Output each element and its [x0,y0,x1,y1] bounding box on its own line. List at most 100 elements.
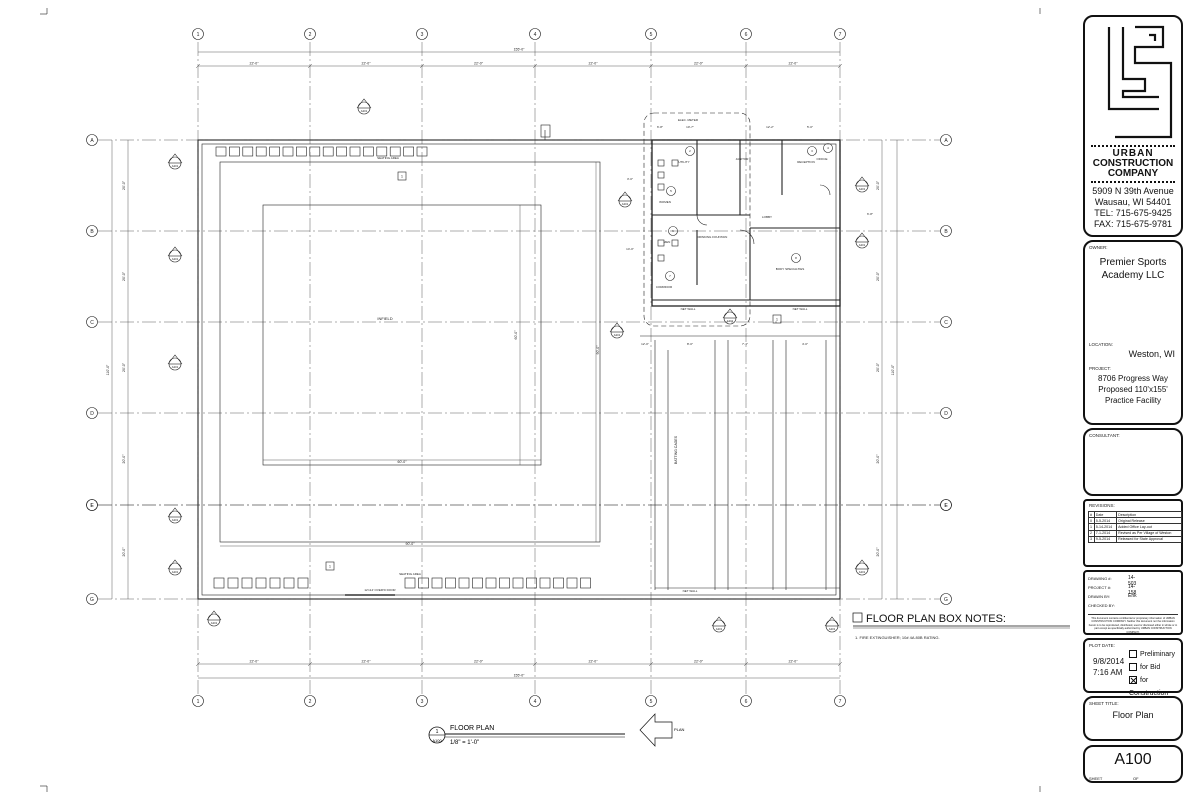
net-wall-label: NET WALL [793,307,808,311]
grid-label: 3 [421,32,424,38]
bleacher-seat [227,577,239,589]
company-address1: 5909 N 39th Avenue [1092,186,1174,196]
section-arrow-icon [167,507,183,518]
section-arrow-icon [167,354,183,365]
net-wall-label: NET WALL [681,307,696,311]
room-number: 3 [811,149,813,153]
grid-bubble [645,28,657,40]
section-arrow-icon [167,246,183,257]
plot-options: Preliminary for Bid for Construction [1129,648,1181,700]
checkbox-icon[interactable] [1129,650,1137,659]
company-logo-icon [1107,25,1173,139]
section-arrow-icon [711,616,727,627]
bay-width-dim: 22'-0" [694,660,704,664]
grid-label: G [944,597,948,603]
bleacher-seat [445,577,456,589]
project-number: 14-158 [1128,584,1137,596]
grid-bubble [940,499,952,511]
grid-label: 7 [839,32,842,38]
dimension-text: 6'-8" [657,125,663,129]
room-name: RECEPTION [797,160,815,164]
section-ref: A201 [829,627,836,631]
sheet-title: Floor Plan [1112,710,1154,720]
field-height-dim: 60'-0" [514,330,518,340]
bay-width-dim: 22'-0" [362,660,372,664]
bay-width-dim: 22'-0" [789,660,799,664]
drawing-info-panel: DRAWING #: 14-503 PROJECT #: 14-158 DRAW… [1083,570,1183,635]
bleacher-seat [499,577,510,589]
section-arrow-icon [854,176,870,187]
section-ref: A201 [859,187,866,191]
checked-box-icon[interactable] [1129,676,1137,685]
grid-label: 5 [650,699,653,705]
dimension-text: 7'-4" [742,342,748,346]
grid-bubble [86,593,98,605]
owner-label: OWNER: [1089,245,1108,250]
plot-option-label: Preliminary [1140,651,1176,658]
company-address2: Wausau, WI 54401 [1094,197,1172,207]
project-number-row: PROJECT #: 14-158 [1088,584,1136,596]
dimension-tick [307,63,313,69]
room-number: 8 [795,256,797,260]
consultant-label: CONSULTANT: [1089,433,1120,438]
room-tag [668,226,678,236]
drawing-number-row: DRAWING #: 14-503 [1088,575,1136,587]
drawn-by: Erik [1128,593,1137,599]
bleacher-seat [349,146,361,157]
bleacher-seat [566,577,578,589]
bleacher-seat [269,577,281,589]
room-tag [807,146,817,156]
room-tag [791,253,801,263]
section-arrow-icon [356,98,372,109]
bleacher-seat [403,146,414,157]
plot-option[interactable]: for Bid [1129,661,1181,674]
room-number: 2 [689,149,691,153]
revisions-label: REVISIONS: [1089,503,1115,508]
grid-label: 3 [421,699,424,705]
company-logo-panel: URBAN CONSTRUCTION COMPANY 5909 N 39th A… [1083,15,1183,237]
grid-bubble [940,134,952,146]
grid-label: 1 [197,699,200,705]
overall-height-dim: 110'-0" [891,364,895,375]
bleacher-seat [215,146,227,157]
grid-label: 1 [197,32,200,38]
room-number: 6 [672,229,674,233]
owner-panel: OWNER: Premier Sports Academy LLC LOCATI… [1083,240,1183,425]
note-tag [325,561,335,571]
plot-option[interactable]: Preliminary [1129,648,1181,661]
bleacher-seat [431,577,443,589]
grid-bubble [529,695,541,707]
checked-by-row: CHECKED BY: [1088,603,1115,608]
company-name-block: URBAN CONSTRUCTION COMPANY 5909 N 39th A… [1085,145,1181,230]
plot-option[interactable]: for Construction [1129,674,1181,700]
location-label: LOCATION: [1089,342,1113,347]
grid-label: G [90,597,94,603]
checkbox-icon[interactable] [1129,663,1137,672]
box-notes-title: FLOOR PLAN BOX NOTES: [866,613,1006,625]
dimension-text: 3'-0" [627,177,633,181]
bleacher-seat [309,146,321,157]
grid-label: 6 [745,32,748,38]
plot-option-label: for Construction [1129,677,1169,697]
seating-area-label: SEATING AREA [377,156,399,160]
room-tag [666,186,676,196]
plot-time: 7:16 AM [1093,668,1123,677]
revision-cell: 9-5-2014 [1093,535,1118,543]
dimension-tick [532,63,538,69]
section-ref: A201 [172,257,179,261]
sheet-of-label: OF [1133,776,1139,781]
bleacher-seat [404,577,416,589]
grid-bubble [416,695,428,707]
checked-by-label: CHECKED BY: [1088,603,1115,608]
bay-width-dim: 22'-0" [789,62,799,66]
room-name: MEN [664,240,671,244]
bleacher-seat [336,146,347,157]
room-tag [823,143,833,153]
bleacher-seat [526,577,537,589]
dimension-text: 6'-8" [867,212,873,216]
bay-width-dim: 22'-0" [694,62,704,66]
bleacher-seat [322,146,334,157]
seating-area-label: SEATING AREA [399,572,421,576]
